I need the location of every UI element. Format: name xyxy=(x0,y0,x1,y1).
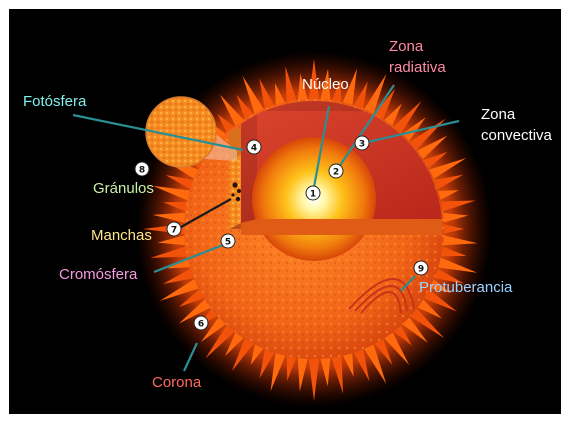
label-zona-convectiva-line1: Zona xyxy=(481,106,516,123)
svg-text:8: 8 xyxy=(139,166,145,176)
marker-1: 1 xyxy=(306,186,320,200)
label-zona-radiativa-line2: radiativa xyxy=(389,59,446,76)
svg-text:9: 9 xyxy=(418,265,424,275)
label-corona: Corona xyxy=(152,374,202,391)
label-nucleo: Núcleo xyxy=(302,76,349,93)
marker-2: 2 xyxy=(329,164,343,178)
sun-diagram: 1 2 3 4 5 6 7 xyxy=(9,9,561,414)
marker-4: 4 xyxy=(247,140,261,154)
svg-text:5: 5 xyxy=(225,238,231,248)
marker-6: 6 xyxy=(194,316,208,330)
marker-8: 8 xyxy=(135,162,149,176)
label-zona-convectiva-line2: convectiva xyxy=(481,127,553,144)
sunspot xyxy=(236,197,240,201)
cut-bottom-face xyxy=(241,219,449,235)
label-manchas: Manchas xyxy=(91,227,152,244)
svg-text:7: 7 xyxy=(171,226,177,236)
label-granulos: Gránulos xyxy=(93,180,154,197)
label-zona-radiativa-line1: Zona xyxy=(389,38,424,55)
sun-structure-svg: 1 2 3 4 5 6 7 xyxy=(9,9,561,414)
label-protuberancia: Protuberancia xyxy=(419,279,513,296)
marker-3: 3 xyxy=(355,136,369,150)
label-cromosfera: Cromósfera xyxy=(59,266,138,283)
svg-text:6: 6 xyxy=(198,320,204,330)
svg-text:4: 4 xyxy=(251,144,257,154)
sunspot xyxy=(231,193,234,196)
svg-text:2: 2 xyxy=(333,168,339,178)
marker-5: 5 xyxy=(221,234,235,248)
svg-text:1: 1 xyxy=(310,190,316,200)
svg-text:3: 3 xyxy=(359,140,365,150)
label-fotosfera: Fotósfera xyxy=(23,93,87,110)
sunspot xyxy=(232,182,237,187)
marker-9: 9 xyxy=(414,261,428,275)
sunspot xyxy=(237,189,241,193)
marker-7: 7 xyxy=(167,222,181,236)
